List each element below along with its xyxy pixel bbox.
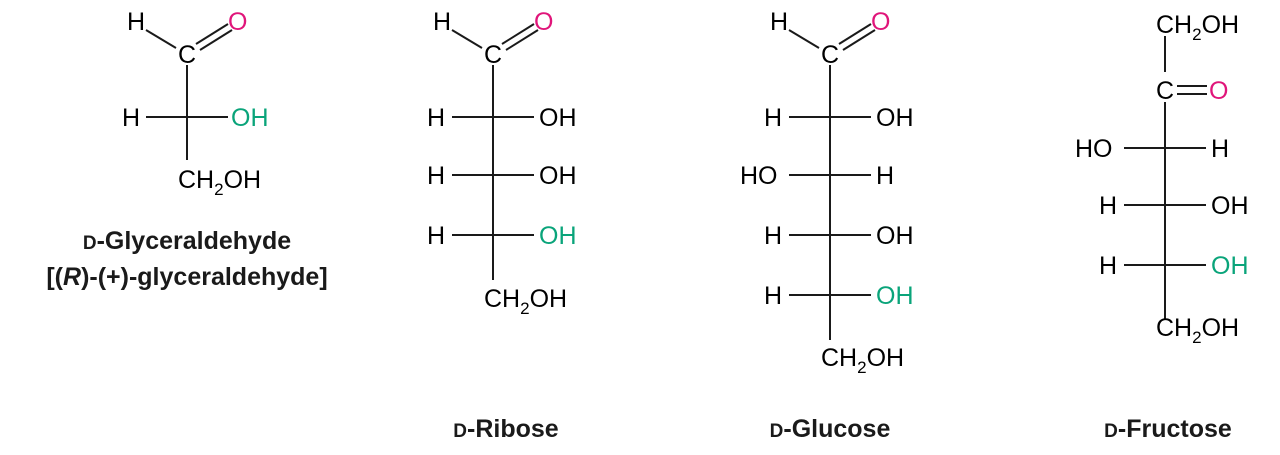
keto-o: O	[1209, 77, 1228, 105]
row1-left-h: H	[764, 104, 782, 132]
aldehyde-o: O	[534, 8, 553, 36]
name-fructose: D-Fructose	[1104, 415, 1232, 443]
row3-right-oh: OH	[1211, 252, 1249, 280]
row2-left-h: H	[1099, 192, 1117, 220]
row3-right-oh: OH	[876, 222, 914, 250]
row2-left-h: H	[427, 162, 445, 190]
aldehyde-h: H	[433, 8, 451, 36]
double-bond-co-a	[501, 23, 535, 45]
aldehyde-c: C	[484, 41, 502, 69]
double-bond-co-a	[195, 23, 229, 45]
row1-left-ho: HO	[1075, 135, 1113, 163]
row2-right-h: H	[876, 162, 894, 190]
name-glyceraldehyde: D-Glyceraldehyde	[83, 227, 291, 255]
name-glucose: D-Glucose	[770, 415, 891, 443]
aldehyde-o: O	[871, 8, 890, 36]
keto-c: C	[1156, 77, 1174, 105]
row3-right-oh: OH	[539, 222, 577, 250]
aldehyde-c: C	[178, 41, 196, 69]
name-glyceraldehyde-alt: [(R)-(+)-glyceraldehyde]	[46, 263, 327, 291]
row4-right-oh: OH	[876, 282, 914, 310]
double-bond-co-b	[505, 29, 539, 51]
molecule-ribose: H C O H OH H OH H OH CH2OH D-Ribose	[427, 8, 577, 443]
aldehyde-o: O	[228, 8, 247, 36]
row2-left-ho: HO	[740, 162, 778, 190]
row4-left-h: H	[764, 282, 782, 310]
bottom-ch2oh: CH2OH	[821, 344, 904, 377]
bond-h-c1	[451, 29, 483, 49]
molecule-glucose: H C O H OH HO H H OH H OH CH2OH D-Glucos…	[740, 8, 914, 443]
aldehyde-c: C	[821, 41, 839, 69]
row2-right-oh: OH	[539, 162, 577, 190]
top-ch2oh: CH2OH	[1156, 11, 1239, 44]
row3-left-h: H	[1099, 252, 1117, 280]
row-left-h: H	[122, 104, 140, 132]
row2-right-oh: OH	[1211, 192, 1249, 220]
aldehyde-h: H	[127, 8, 145, 36]
molecule-fructose: CH2OH C O HO H H OH H OH CH2OH D-Fructos…	[1075, 11, 1249, 443]
bottom-ch2oh: CH2OH	[1156, 314, 1239, 347]
bottom-ch2oh: CH2OH	[178, 166, 261, 199]
row-right-oh: OH	[231, 104, 269, 132]
row1-right-oh: OH	[876, 104, 914, 132]
molecule-glyceraldehyde: H C O H OH CH2OH D-Glyceraldehyde [(R)-(…	[46, 8, 327, 291]
aldehyde-h: H	[770, 8, 788, 36]
double-bond-co-a	[838, 23, 872, 45]
name-ribose: D-Ribose	[453, 415, 559, 443]
bond-h-c1	[788, 29, 820, 49]
row3-left-h: H	[764, 222, 782, 250]
bottom-ch2oh: CH2OH	[484, 285, 567, 318]
double-bond-co-b	[842, 29, 876, 51]
row1-right-oh: OH	[539, 104, 577, 132]
bond-h-c1	[145, 29, 177, 49]
row3-left-h: H	[427, 222, 445, 250]
double-bond-co-b	[199, 29, 233, 51]
row1-left-h: H	[427, 104, 445, 132]
row1-right-h: H	[1211, 135, 1229, 163]
